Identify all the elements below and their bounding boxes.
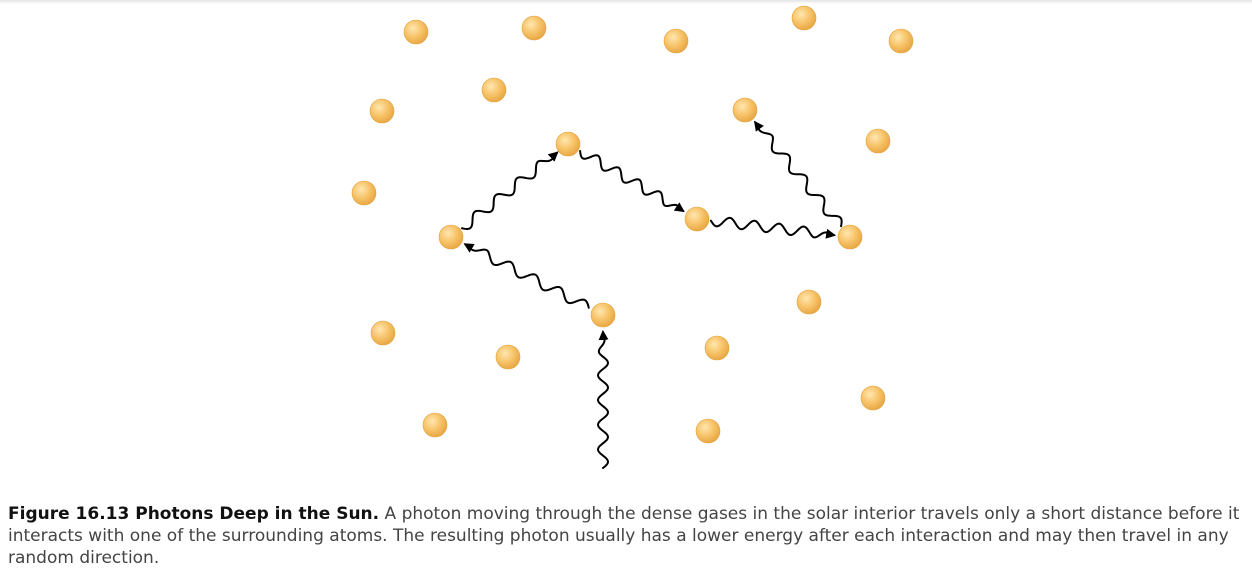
photon-path-segment — [463, 243, 590, 309]
atom — [663, 28, 689, 54]
photon-path-segment — [579, 150, 685, 213]
photon-path-segment — [709, 216, 837, 239]
atom — [555, 131, 581, 157]
atom — [684, 206, 710, 232]
photon-path-segment — [754, 120, 843, 228]
atom — [495, 344, 521, 370]
atom — [695, 418, 721, 444]
photon-path-layer — [460, 120, 843, 469]
photon-path-segment — [460, 151, 559, 230]
atom — [370, 320, 396, 346]
photon-path-segment — [597, 330, 609, 469]
figure-label: Figure 16.13 Photons Deep in the Sun. — [8, 504, 380, 524]
atom — [481, 77, 507, 103]
atom — [888, 28, 914, 54]
atom — [351, 180, 377, 206]
atom — [403, 19, 429, 45]
atom — [704, 335, 730, 361]
top-rule — [0, 0, 1252, 4]
atom — [369, 98, 395, 124]
atom — [796, 289, 822, 315]
atom — [860, 385, 886, 411]
atom — [837, 224, 863, 250]
atom — [732, 97, 758, 123]
photon-diagram — [351, 5, 914, 469]
atom — [422, 412, 448, 438]
atoms-layer — [351, 5, 914, 444]
atom — [590, 302, 616, 328]
figure-caption-text: A photon moving through the dense gases … — [8, 504, 1240, 568]
atom — [791, 5, 817, 31]
atom — [438, 224, 464, 250]
figure-caption: Figure 16.13 Photons Deep in the Sun. A … — [8, 503, 1248, 569]
atom — [865, 128, 891, 154]
atom — [521, 15, 547, 41]
